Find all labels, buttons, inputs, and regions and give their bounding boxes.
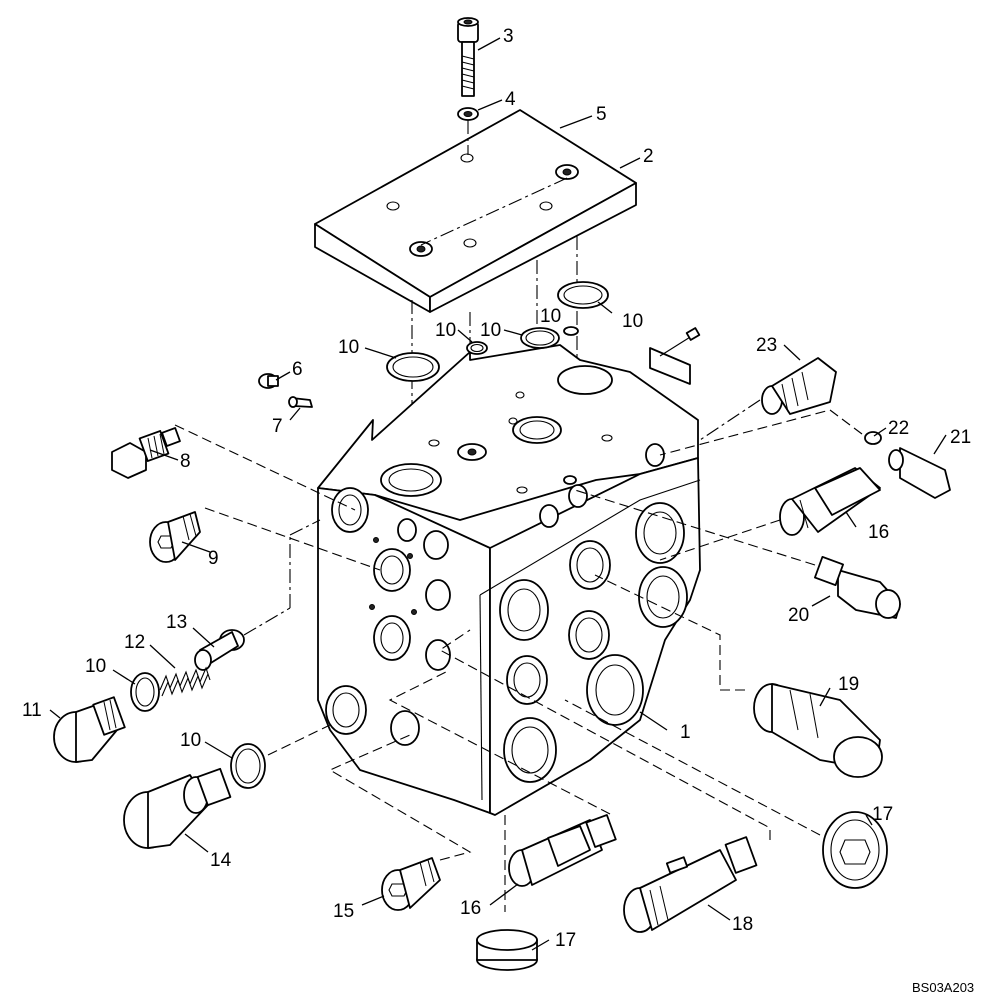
callout-5: 5 [596,104,607,125]
leader-lines [49,37,947,951]
o-ring-seals [130,281,882,789]
callout-6: 6 [292,359,303,380]
callout-11: 11 [22,700,42,721]
callout-23: 23 [756,335,777,356]
spring [159,666,211,697]
callout-20: 20 [788,605,809,626]
callout-15: 15 [333,901,354,922]
solenoid-cartridge [623,836,758,933]
main-relief-valve [753,683,883,778]
callout-19: 19 [838,674,859,695]
cartridge-valve-upper [779,467,881,536]
callout-10-b: 10 [435,320,456,341]
valve-body [317,344,701,816]
hex-plug-bottom [476,929,538,971]
callout-labels: 1 2 3 4 5 6 7 8 9 10 10 10 10 10 10 10 1… [22,26,974,995]
callout-10-e: 10 [622,311,643,332]
callout-4: 4 [505,89,516,110]
callout-2: 2 [643,146,654,167]
callout-18: 18 [732,914,753,935]
small-plug [258,373,279,389]
callout-9: 9 [208,548,219,569]
callout-13: 13 [166,612,187,633]
socket-head-bolt [457,17,479,97]
spool [194,629,245,671]
orifice-fitting [288,396,313,408]
cover-plate [314,109,637,313]
drawing-code: BS03A203 [912,980,974,995]
mounting-bracket [649,327,701,385]
callout-7: 7 [272,416,283,437]
callout-17-right: 17 [872,804,893,825]
washer [457,107,479,121]
callout-10-c: 10 [480,320,501,341]
relief-valve [123,767,232,849]
check-valve [111,427,181,479]
callout-16-upper: 16 [868,522,889,543]
pressure-valve [814,556,901,619]
callout-10-g: 10 [180,730,201,751]
callout-10-d: 10 [540,306,561,327]
hex-plug-right [822,811,888,889]
callout-3: 3 [503,26,514,47]
callout-10-f: 10 [85,656,106,677]
callout-16-lower: 16 [460,898,481,919]
adapter-fitting [888,447,951,499]
callout-8: 8 [180,451,191,472]
relief-plug [53,696,126,763]
socket-plug [381,857,441,911]
callout-10-a: 10 [338,337,359,358]
callout-17-bottom: 17 [555,930,576,951]
cartridge-valve-lower [508,814,617,887]
callout-21: 21 [950,427,971,448]
sensor-cartridge [761,357,837,415]
callout-14: 14 [210,850,232,871]
callout-22: 22 [888,418,909,439]
hex-socket-plug [149,511,201,563]
callout-12: 12 [124,632,145,653]
callout-1: 1 [680,722,691,743]
